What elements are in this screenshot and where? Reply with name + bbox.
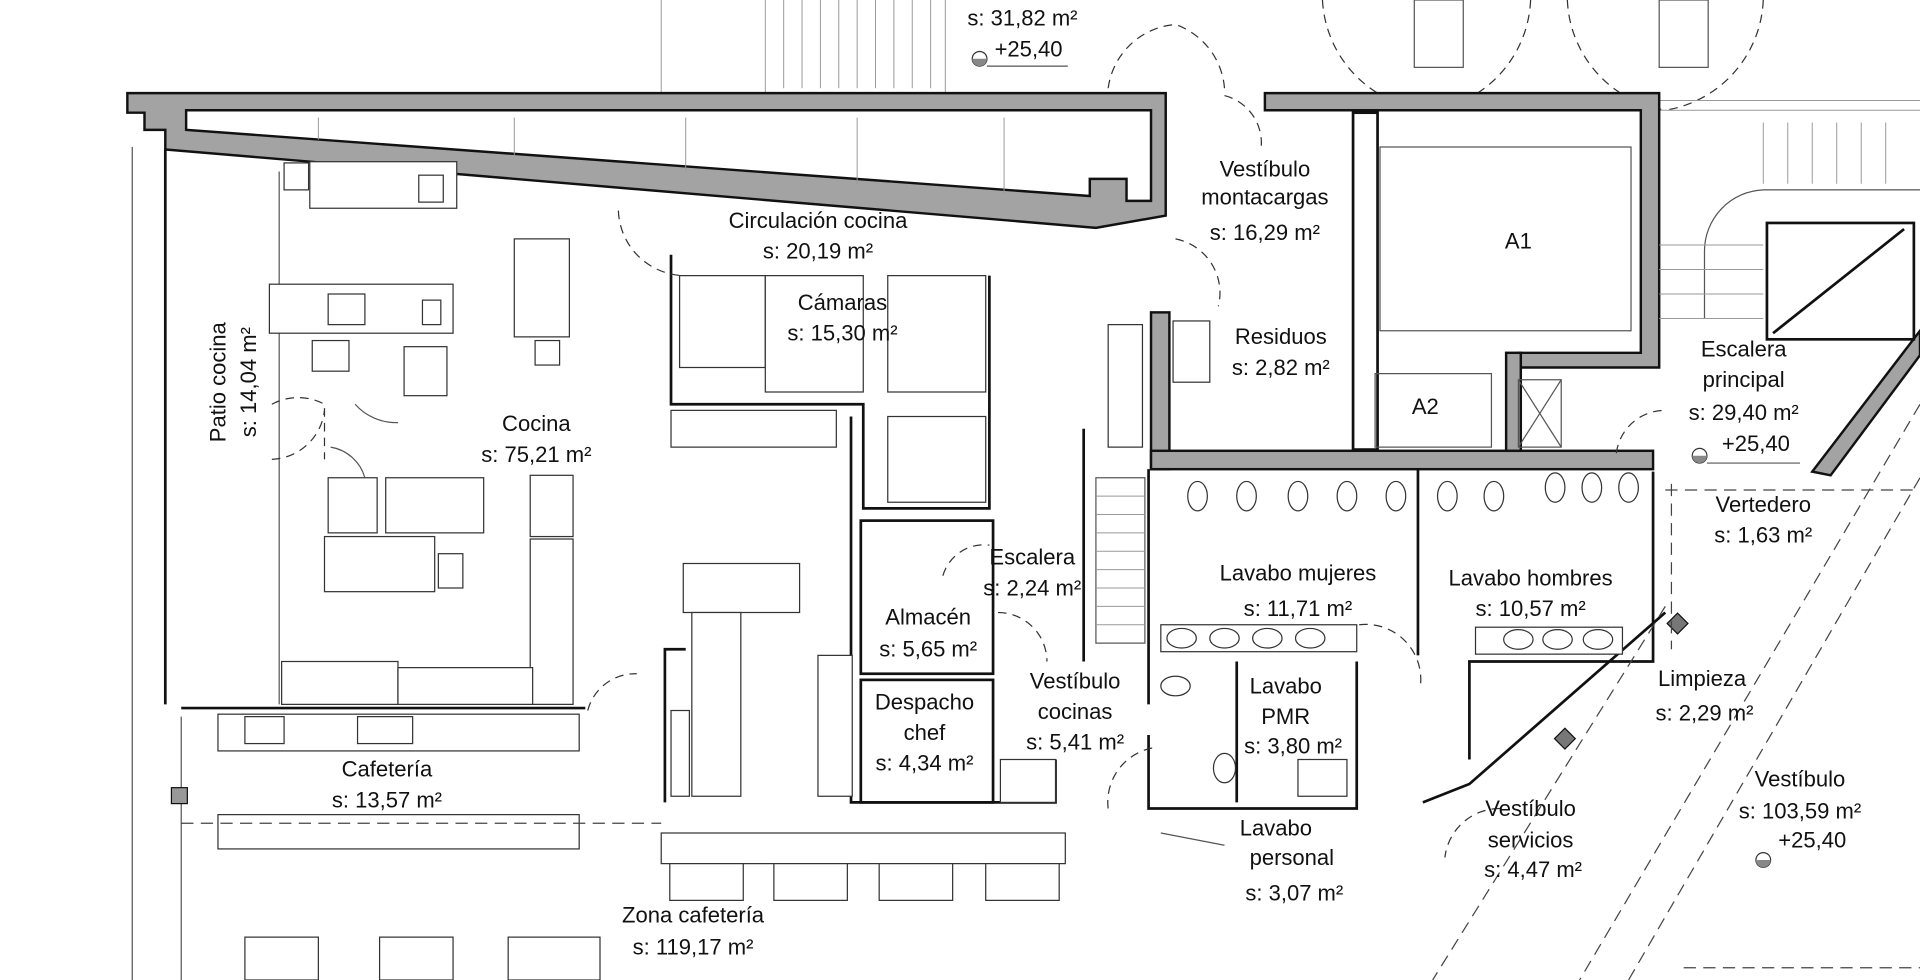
cafeteria-name: Cafetería: [342, 757, 433, 782]
lavabo-hombres-area: s: 10,57 m²: [1476, 596, 1586, 621]
escalera-principal-name: Escalera: [1701, 336, 1787, 361]
lavabo-personal-area: s: 3,07 m²: [1245, 880, 1343, 905]
lavabo-pmr-name2: PMR: [1261, 704, 1310, 729]
despacho-chef-area: s: 4,34 m²: [876, 751, 974, 776]
escalera-principal-name2: principal: [1703, 367, 1785, 392]
level-marker-stair: [1691, 447, 1800, 464]
zona-cafeteria-name: Zona cafetería: [622, 902, 765, 927]
escalera-principal-area: s: 29,40 m²: [1689, 400, 1799, 425]
circulacion-cocina-name: Circulación cocina: [729, 208, 908, 233]
residuos-name: Residuos: [1235, 324, 1327, 349]
limpieza-name: Limpieza: [1658, 666, 1747, 691]
a2-label: A2: [1412, 394, 1439, 419]
residuos-area: s: 2,82 m²: [1232, 355, 1330, 380]
circulacion-cocina-area: s: 20,19 m²: [763, 238, 873, 263]
escalera-area: s: 2,24 m²: [983, 575, 1081, 600]
lavabo-pmr-area: s: 3,80 m²: [1244, 733, 1342, 758]
room-labels: s: 31,82 m² +25,40 Vestíbulo montacargas…: [205, 6, 1861, 960]
vestibulo-cocinas-name2: cocinas: [1038, 699, 1113, 724]
top-room-level: +25,40: [995, 36, 1063, 61]
vestibulo-servicios-name2: servicios: [1488, 828, 1574, 853]
level-marker-top: [971, 50, 1068, 67]
vestibulo-servicios-name: Vestíbulo: [1485, 796, 1576, 821]
vestibulo-cocinas-area: s: 5,41 m²: [1026, 730, 1124, 755]
zona-cafeteria-area: s: 119,17 m²: [633, 934, 754, 959]
vestibulo-montacargas-name: Vestíbulo: [1220, 156, 1311, 181]
almacen-area: s: 5,65 m²: [879, 637, 977, 662]
vertedero-area: s: 1,63 m²: [1714, 523, 1812, 548]
vestibulo-servicios-area: s: 4,47 m²: [1484, 857, 1582, 882]
vestibulo-montacargas-area: s: 16,29 m²: [1210, 220, 1320, 245]
level-marker-vestibulo: [1755, 851, 1772, 868]
vestibulo-area: s: 103,59 m²: [1739, 798, 1861, 823]
despacho-chef-name: Despacho: [875, 689, 974, 714]
escalera-name: Escalera: [989, 545, 1075, 570]
limpieza-area: s: 2,29 m²: [1656, 700, 1754, 725]
kitchen-equipment: [217, 161, 1211, 980]
vertedero-name: Vertedero: [1716, 492, 1812, 517]
dashed-projections: [181, 403, 1920, 980]
exterior-context: [660, 0, 1920, 111]
vestibulo-cocinas-name: Vestíbulo: [1030, 668, 1121, 693]
camaras-area: s: 15,30 m²: [787, 321, 897, 346]
lavabo-personal-name2: personal: [1250, 845, 1334, 870]
cocina-name: Cocina: [502, 411, 571, 436]
vestibulo-level: +25,40: [1778, 828, 1846, 853]
almacen-name: Almacén: [885, 605, 971, 630]
camaras-name: Cámaras: [798, 290, 887, 315]
escalera-principal-level: +25,40: [1722, 431, 1790, 456]
despacho-chef-name2: chef: [904, 720, 947, 745]
sanitary-fixtures: [170, 472, 1689, 805]
patio-cocina-area: s: 14,04 m²: [236, 327, 261, 437]
top-room-area: s: 31,82 m²: [967, 6, 1077, 31]
vestibulo-name: Vestíbulo: [1755, 766, 1846, 791]
patio-cocina-name: Patio cocina: [205, 321, 230, 442]
vestibulo-montacargas-name2: montacargas: [1201, 185, 1328, 210]
walls: [126, 91, 1920, 477]
lavabo-mujeres-name: Lavabo mujeres: [1220, 561, 1377, 586]
lavabo-mujeres-area: s: 11,71 m²: [1244, 596, 1353, 621]
cocina-area: s: 75,21 m²: [481, 442, 591, 467]
elevators-stairs: [1095, 122, 1920, 644]
door-swings: [271, 94, 1666, 858]
lavabo-personal-name: Lavabo: [1240, 815, 1312, 840]
a1-label: A1: [1505, 229, 1532, 254]
cafeteria-area: s: 13,57 m²: [332, 787, 442, 812]
lavabo-hombres-name: Lavabo hombres: [1449, 566, 1613, 591]
lavabo-pmr-name: Lavabo: [1250, 673, 1322, 698]
